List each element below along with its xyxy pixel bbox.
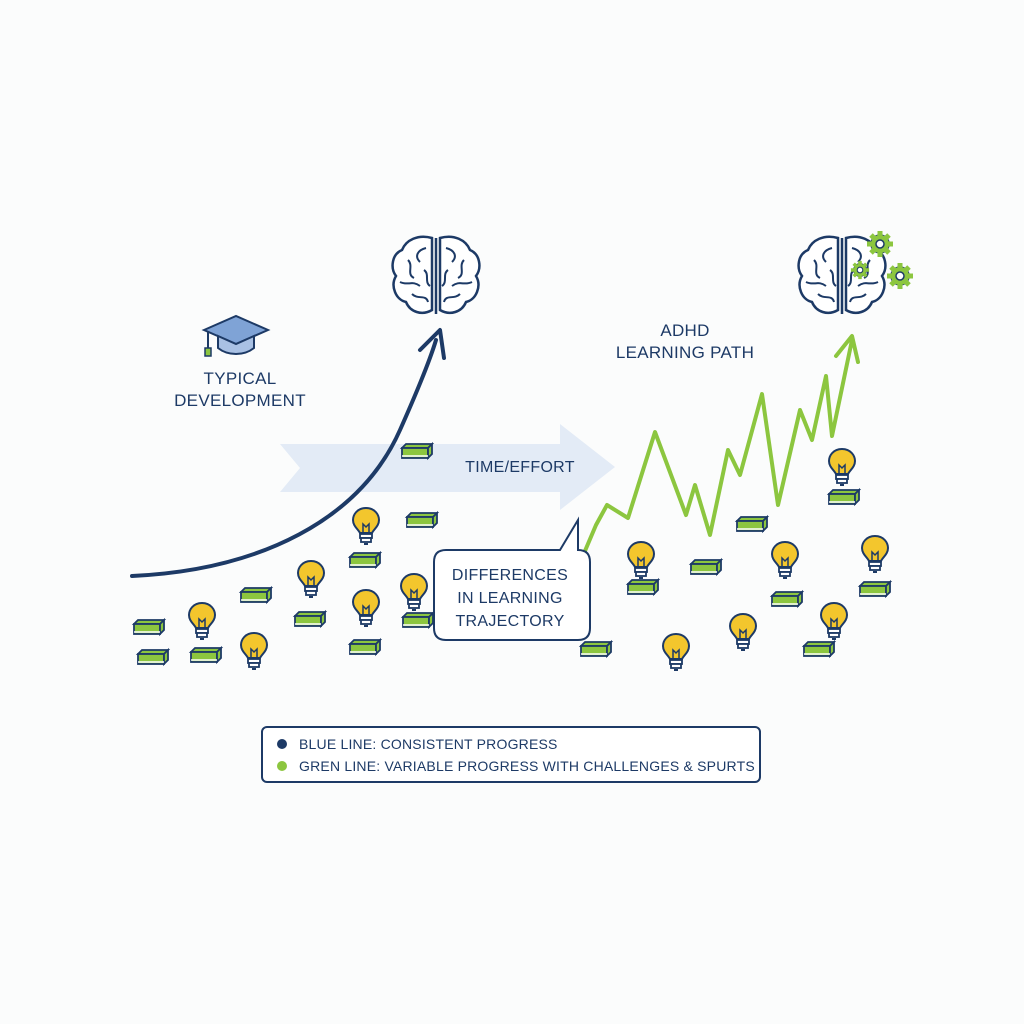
lightbulb-icon	[188, 602, 216, 640]
green-progress-line	[580, 338, 854, 560]
book-icon	[627, 579, 659, 595]
book-icon	[402, 612, 434, 628]
book-icon	[294, 611, 326, 627]
book-icon	[406, 512, 438, 528]
legend: BLUE LINE: CONSISTENT PROGRESS GREN LINE…	[261, 726, 761, 783]
lightbulb-icon	[861, 535, 889, 573]
lightbulb-icon	[400, 573, 428, 611]
callout-bubble	[433, 516, 591, 641]
graduation-cap-icon	[201, 314, 271, 357]
book-icon	[349, 552, 381, 568]
green-arrowhead	[834, 334, 860, 364]
book-icon	[828, 489, 860, 505]
lightbulb-icon	[729, 613, 757, 651]
book-icon	[240, 587, 272, 603]
legend-blue-text: BLUE LINE: CONSISTENT PROGRESS	[299, 736, 558, 752]
brain-icon	[391, 235, 481, 316]
book-icon	[736, 516, 768, 532]
book-icon	[349, 639, 381, 655]
lightbulb-icon	[662, 633, 690, 671]
book-icon	[137, 649, 169, 665]
lightbulb-icon	[627, 541, 655, 579]
book-icon	[690, 559, 722, 575]
legend-green-text: GREN LINE: VARIABLE PROGRESS WITH CHALLE…	[299, 758, 755, 774]
adhd-learning-path-label: ADHD LEARNING PATH	[615, 321, 755, 362]
green-dot-icon	[277, 761, 287, 771]
brain-gears-icon	[797, 231, 913, 316]
book-icon	[859, 581, 891, 597]
book-icon	[771, 591, 803, 607]
legend-item-green: GREN LINE: VARIABLE PROGRESS WITH CHALLE…	[277, 756, 755, 776]
book-icon	[190, 647, 222, 663]
callout-text: DIFFERENCES IN LEARNING TRAJECTORY	[451, 567, 569, 630]
blue-progress-line	[130, 338, 438, 578]
lightbulb-icon	[828, 448, 856, 486]
lightbulb-icon	[771, 541, 799, 579]
lightbulb-icon	[820, 602, 848, 640]
book-icon	[803, 641, 835, 657]
blue-arrowhead	[418, 328, 446, 360]
lightbulb-icon	[240, 632, 268, 670]
legend-item-blue: BLUE LINE: CONSISTENT PROGRESS	[277, 734, 558, 754]
lightbulb-icon	[352, 589, 380, 627]
book-icon	[401, 443, 433, 459]
blue-dot-icon	[277, 739, 287, 749]
time-effort-arrow	[280, 424, 615, 510]
typical-development-label: TYPICAL DEVELOPMENT	[174, 369, 306, 410]
book-icon	[133, 619, 165, 635]
lightbulb-icon	[297, 560, 325, 598]
lightbulb-icon	[352, 507, 380, 545]
time-effort-label: TIME/EFFORT	[465, 459, 575, 476]
book-icon	[580, 641, 612, 657]
